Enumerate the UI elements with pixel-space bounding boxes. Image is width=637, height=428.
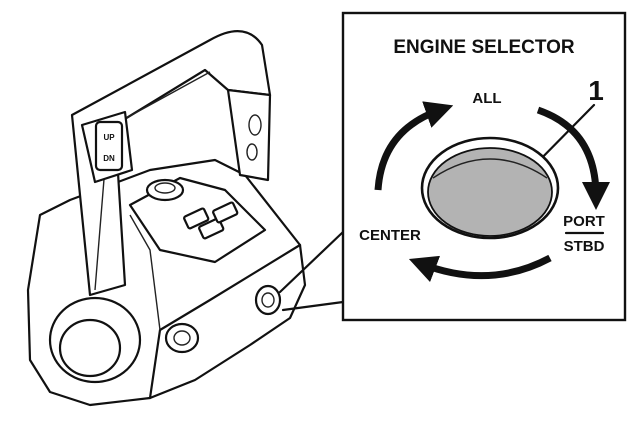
remote-control-box: UP DN: [26, 30, 307, 407]
pillar-hole-2: [246, 143, 258, 161]
housing-side-edge: [129, 214, 161, 331]
rotate-arrow-right: [536, 106, 610, 210]
engine-selector-switch-small-center: [261, 292, 275, 308]
rotate-arrow-bottom: [408, 254, 552, 283]
side-knob[interactable]: [164, 322, 200, 354]
position-center: CENTER: [359, 227, 421, 244]
item-number: 1: [588, 75, 604, 106]
trim-up-label: UP: [103, 133, 115, 142]
engine-selector-switch-small[interactable]: [254, 284, 282, 316]
lever-pivot-hub-face: [58, 318, 122, 378]
top-dial-inner: [154, 182, 176, 194]
trim-dn-label: DN: [103, 154, 115, 163]
callout-title: ENGINE SELECTOR: [393, 37, 575, 58]
position-port: PORT: [563, 213, 605, 230]
top-button-group: [183, 201, 239, 240]
rotate-arrow-left: [374, 101, 454, 191]
position-all: ALL: [472, 90, 501, 107]
selector-knob-highlight: [432, 158, 548, 179]
lever-rear-pillar: [226, 88, 272, 182]
selector-knob[interactable]: [427, 147, 553, 237]
callout-leader: [278, 230, 345, 312]
position-stbd: STBD: [564, 238, 605, 255]
pillar-hole: [248, 114, 262, 136]
trim-switch[interactable]: [94, 120, 124, 172]
side-knob-center: [173, 330, 191, 346]
housing-front-edge: [148, 243, 302, 400]
engine-selector-callout: ENGINE SELECTOR 1 ALL CENTER PORT STBD: [341, 11, 627, 322]
